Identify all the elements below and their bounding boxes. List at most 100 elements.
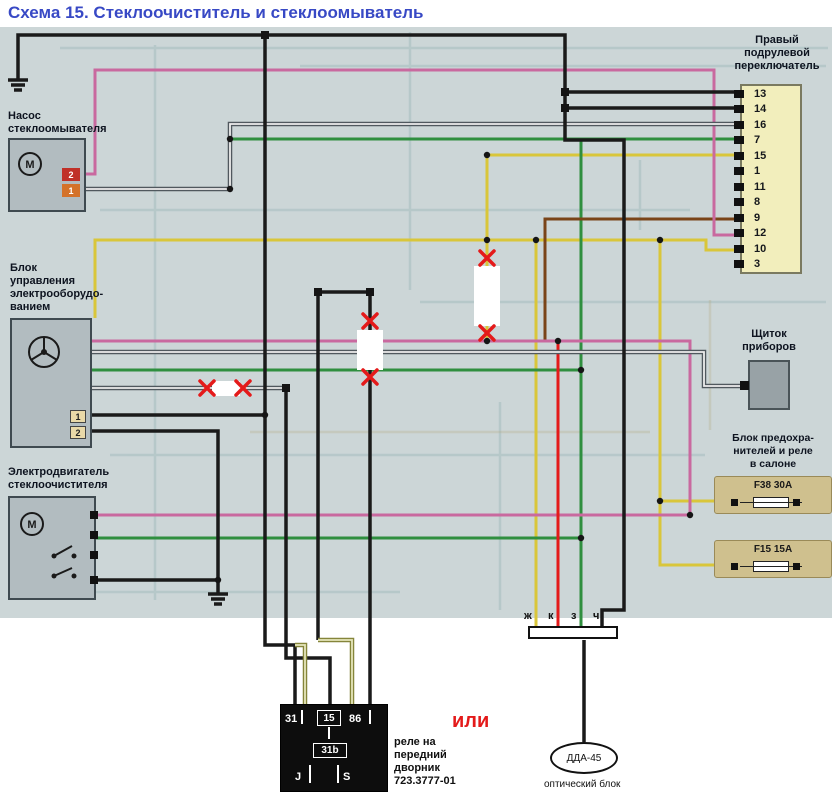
wiper-motor-pin <box>90 511 98 519</box>
relay-blade-icon <box>309 765 311 783</box>
pin-contact-icon <box>734 260 744 269</box>
pin-contact-icon <box>734 182 744 191</box>
x-mark-2 <box>234 379 252 397</box>
x-mark-6 <box>478 324 496 342</box>
fuse-symbol-icon <box>740 497 802 508</box>
pin-number: 10 <box>754 242 767 255</box>
wire-tag-red: к <box>548 610 554 622</box>
switch-pin-row: 3 <box>734 257 800 273</box>
wiper-motor-pin <box>90 551 98 559</box>
switch-pin-row: 10 <box>734 241 800 257</box>
svg-text:M: M <box>25 159 34 171</box>
wiper-motor-icon: M <box>20 512 77 579</box>
relay-blade-icon <box>369 710 371 724</box>
pin-number: 3 <box>754 258 761 271</box>
pin-number: 14 <box>754 103 767 116</box>
fuse-f38: F38 30A <box>714 476 832 514</box>
switch-pin-row: 9 <box>734 210 800 226</box>
pin-contact-icon <box>734 120 744 129</box>
fuse-f15-name: F15 15A <box>753 544 793 555</box>
wiper-motor-label: Электродвигатель стеклоочистителя <box>8 466 110 491</box>
fuse-symbol-icon <box>740 561 802 572</box>
relay-blade-icon <box>301 710 303 724</box>
pin-number: 12 <box>754 227 767 240</box>
relay-terminal-31: 31 <box>285 713 298 725</box>
instrument-panel-label: Щиток приборов <box>742 328 796 353</box>
fuse-contact-icon <box>793 499 800 506</box>
pin-number: 11 <box>754 180 766 193</box>
wiper-relay-box: 31 15 86 31b J S <box>280 704 388 792</box>
pin-number: 16 <box>754 118 767 131</box>
wire-tag-yellow: ж <box>524 610 532 622</box>
switch-pin-row: 15 <box>734 148 800 164</box>
relay-terminal-86: 86 <box>349 713 362 725</box>
fuse-f38-name: F38 30A <box>753 480 793 491</box>
relay-terminal-j: J <box>295 771 302 783</box>
wire-tag-green: з <box>571 610 577 622</box>
pin-number: 7 <box>754 134 761 147</box>
control-unit-label: Блок управления электрооборудо- ванием <box>10 262 104 313</box>
switch-pin-row: 12 <box>734 226 800 242</box>
svg-text:M: M <box>27 519 36 531</box>
x-mark-4 <box>361 368 379 386</box>
switch-pin-row: 14 <box>734 102 800 118</box>
pin-contact-icon <box>734 213 744 222</box>
instrument-panel-box <box>748 360 790 410</box>
switch-pin-row: 1 <box>734 164 800 180</box>
relay-blade-icon <box>337 765 339 783</box>
pin-contact-icon <box>734 244 744 253</box>
x-mark-5 <box>478 249 496 267</box>
relay-caption: реле на передний дворник 723.3777-01 <box>394 736 456 787</box>
pin-contact-icon <box>734 229 744 238</box>
pin-number: 8 <box>754 196 761 209</box>
optical-unit-label: оптический блок <box>544 779 621 790</box>
wires-pink <box>82 68 736 517</box>
control-unit-terminal-2: 2 <box>70 426 86 439</box>
fuse-contact-icon <box>731 563 738 570</box>
cut-x-marks <box>198 249 496 397</box>
relay-terminal-15: 15 <box>317 710 341 726</box>
wires-gray-outline <box>82 121 742 391</box>
pump-terminal-2: 2 <box>62 168 80 181</box>
pump-terminal-1: 1 <box>62 184 80 197</box>
wires-olive-core <box>295 639 353 706</box>
wires-brown <box>543 217 736 341</box>
junction-nodes <box>214 31 694 584</box>
page-title: Схема 15. Стеклоочиститель и стеклоомыва… <box>8 3 424 22</box>
wiper-motor-pin <box>90 531 98 539</box>
or-text: или <box>452 710 490 732</box>
pin-contact-icon <box>734 136 744 145</box>
relay-blade-icon <box>328 727 330 739</box>
control-unit-box: 1 2 <box>10 318 92 448</box>
switch-pin-row: 8 <box>734 195 800 211</box>
washer-pump-box: M 2 1 <box>8 138 86 212</box>
switch-pin-row: 11 <box>734 179 800 195</box>
wires-olive-outline <box>295 637 355 706</box>
washer-pump-label: Насос стеклоомывателя <box>8 110 107 135</box>
pin-number: 15 <box>754 149 767 162</box>
pin-contact-icon <box>734 167 744 176</box>
x-mark-1 <box>198 379 216 397</box>
control-unit-terminal-1: 1 <box>70 410 86 423</box>
connector-bar <box>528 626 618 639</box>
switch-pin-row: 13 <box>734 86 800 102</box>
fuse-contact-icon <box>731 499 738 506</box>
pin-number: 1 <box>754 165 761 178</box>
relay-terminal-31b: 31b <box>313 743 347 758</box>
switch-pin-row: 16 <box>734 117 800 133</box>
pin-contact-icon <box>734 151 744 160</box>
pin-number: 13 <box>754 87 767 100</box>
wiper-motor-box: M <box>8 496 96 600</box>
pin-contact-icon <box>734 89 744 98</box>
fuse-contact-icon <box>793 563 800 570</box>
instrument-panel-pin <box>740 381 749 390</box>
fuse-block-label: Блок предохра- нителей и реле в салоне <box>732 432 814 470</box>
optical-unit-oval: ДДА-45 <box>550 742 618 774</box>
fuse-f15: F15 15A <box>714 540 832 578</box>
pin-contact-icon <box>734 198 744 207</box>
relay-terminal-s: S <box>343 771 351 783</box>
wire-tag-black: ч <box>593 610 600 622</box>
wires-gray-core <box>82 123 742 389</box>
